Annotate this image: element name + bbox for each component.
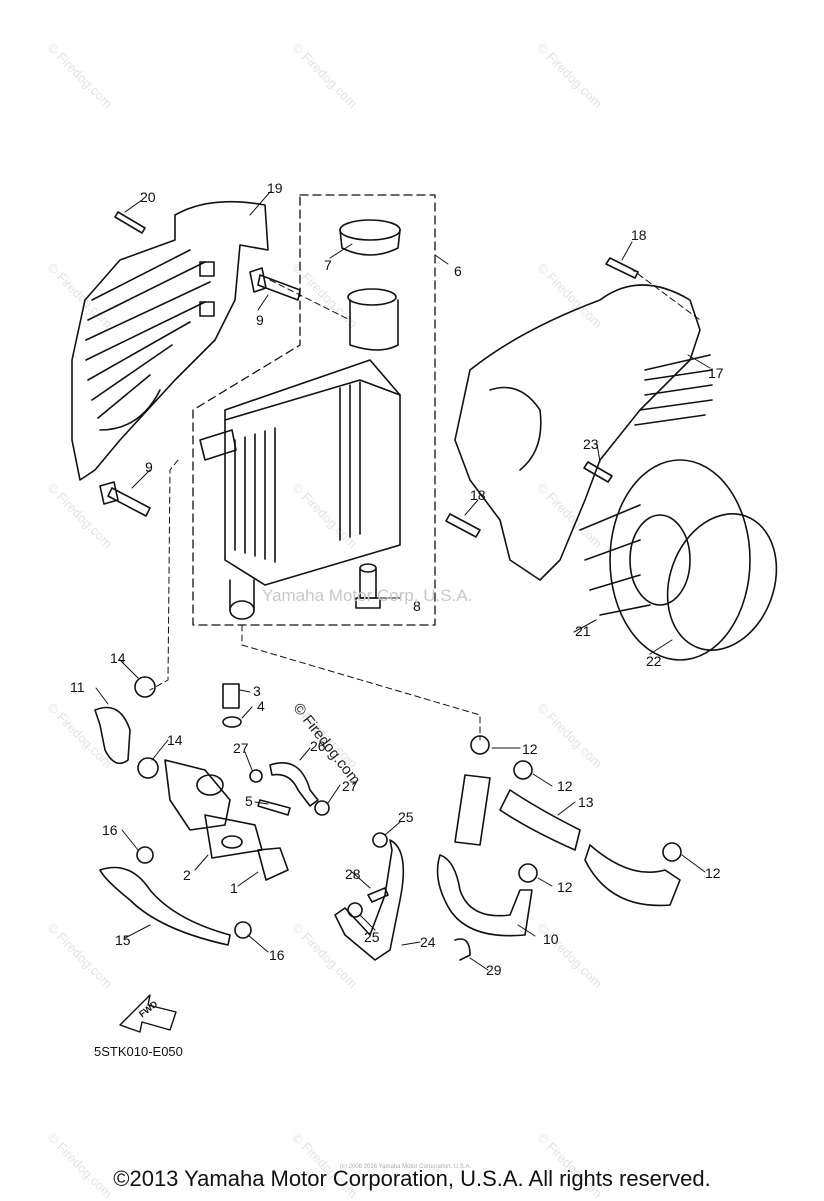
hose-upper — [454, 774, 491, 846]
part-label-3: 3 — [253, 683, 261, 699]
part-label-28: 28 — [345, 866, 361, 882]
part-label-14b: 14 — [167, 732, 183, 748]
diagram-code: 5STK010-E050 — [94, 1044, 183, 1059]
radiator-cap — [339, 219, 401, 306]
part-label-12b: 12 — [557, 778, 573, 794]
part-label-23: 23 — [583, 436, 599, 452]
clamps — [134, 676, 682, 961]
part-label-8: 8 — [413, 598, 421, 614]
bolt-18-lower — [445, 513, 481, 538]
hose-12 — [584, 844, 681, 907]
bolt-20 — [114, 211, 146, 234]
engine-case — [454, 284, 713, 581]
part-label-5: 5 — [245, 793, 253, 809]
part-label-13: 13 — [578, 794, 594, 810]
part-label-14a: 14 — [110, 650, 126, 666]
part-label-16b: 16 — [269, 947, 285, 963]
bolt-upper — [249, 267, 301, 301]
part-label-21: 21 — [575, 623, 591, 639]
part-label-27a: 27 — [233, 740, 249, 756]
radiator-assembly-outline — [192, 194, 436, 626]
bolt-5 — [257, 799, 291, 816]
fwd-arrow — [119, 994, 177, 1033]
part-label-17: 17 — [708, 365, 724, 381]
part-label-18a: 18 — [631, 227, 647, 243]
hose-26 — [269, 762, 319, 807]
hose-11 — [94, 706, 131, 765]
part-label-24: 24 — [420, 934, 436, 950]
radiator-core — [199, 299, 401, 620]
part-label-29: 29 — [486, 962, 502, 978]
part-label-6: 6 — [454, 263, 462, 279]
part-label-12a: 12 — [522, 741, 538, 757]
hose-13 — [499, 789, 581, 851]
hose-10 — [436, 854, 533, 937]
fan-cover — [579, 459, 751, 661]
pin-28 — [367, 887, 389, 903]
drain-bolt — [355, 563, 381, 609]
hose-24 — [334, 839, 405, 961]
part-label-1: 1 — [230, 880, 238, 896]
part-label-20: 20 — [140, 189, 156, 205]
part-label-4: 4 — [257, 698, 265, 714]
part-label-18b: 18 — [470, 487, 486, 503]
part-label-26: 26 — [310, 738, 326, 754]
part-label-12c: 12 — [557, 879, 573, 895]
part-label-19: 19 — [267, 180, 283, 196]
copyright-notice: ©2013 Yamaha Motor Corporation, U.S.A. A… — [113, 1166, 711, 1191]
part-label-10: 10 — [543, 931, 559, 947]
radiator-cover — [71, 200, 269, 481]
washer-4 — [222, 716, 242, 728]
part-label-25b: 25 — [364, 929, 380, 945]
hose-15 — [99, 866, 231, 946]
part-label-12d: 12 — [705, 865, 721, 881]
bolt-18-upper — [605, 257, 639, 279]
part-label-2: 2 — [183, 867, 191, 883]
leader-lines — [95, 191, 711, 971]
o-ring — [666, 513, 778, 651]
tiny-copyright: (c) 2006 2016 Yamaha Motor Corporation, … — [340, 1164, 472, 1170]
part-label-9a: 9 — [256, 312, 264, 328]
part-label-15: 15 — [115, 932, 131, 948]
part-label-16a: 16 — [102, 822, 118, 838]
part-label-9b: 9 — [145, 459, 153, 475]
part-label-7: 7 — [324, 257, 332, 273]
part-label-25a: 25 — [398, 809, 414, 825]
bolt-3 — [222, 683, 240, 709]
bolt-lower — [99, 481, 151, 517]
part-label-27b: 27 — [342, 778, 358, 794]
part-label-11: 11 — [70, 679, 85, 695]
part-label-22: 22 — [646, 653, 662, 669]
center-watermark: Yamaha Motor Corp, U.S.A. — [262, 586, 473, 605]
bolt-23 — [583, 461, 613, 483]
thermostat-housing — [164, 759, 289, 881]
routing-lines — [149, 267, 701, 741]
